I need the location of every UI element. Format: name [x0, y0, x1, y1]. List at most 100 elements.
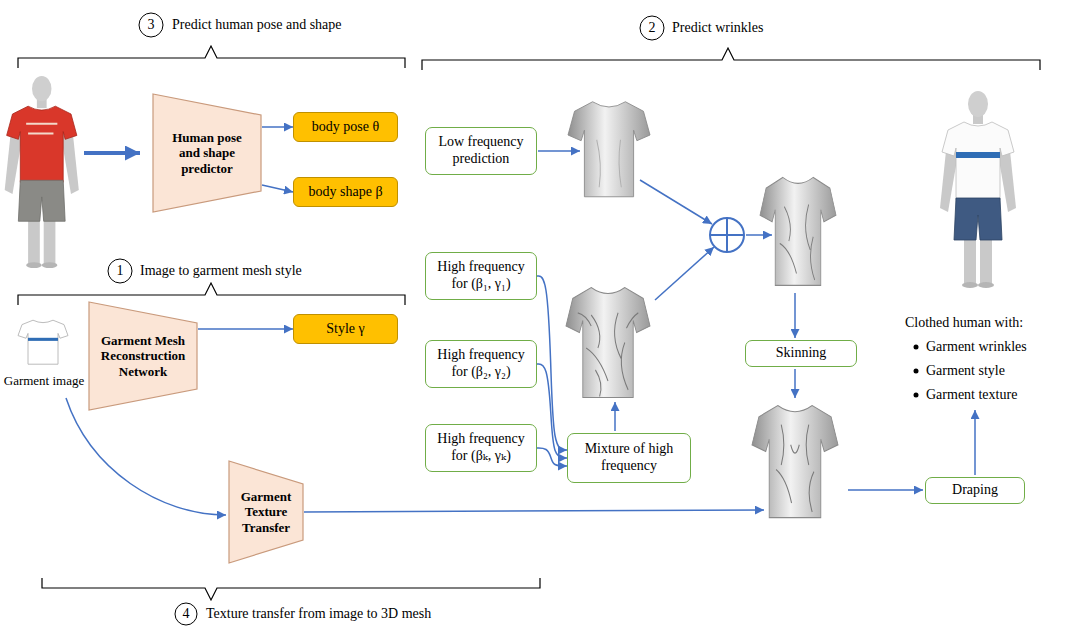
input-person-photo	[44, 216, 56, 263]
input-person-photo	[28, 216, 40, 263]
node-text: Style γ	[299, 321, 392, 338]
callout-number: 1	[117, 263, 124, 280]
input-person-photo	[18, 180, 65, 221]
process-box: High frequency for (β₂, γ₂)	[425, 340, 537, 388]
node-text: High frequency for (β₂, γ₂)	[431, 347, 531, 381]
section-bracket	[422, 48, 1040, 70]
flow-arrow	[66, 151, 975, 515]
sum-symbol	[710, 218, 744, 252]
flow-arrow	[746, 234, 772, 236]
output-box: Style γ	[293, 314, 398, 344]
section-bracket	[18, 283, 405, 305]
output-person-render	[956, 152, 1000, 158]
input-person-photo	[7, 106, 77, 182]
flow-arrow	[848, 489, 923, 491]
flow-arrow	[84, 151, 140, 155]
garment-mesh	[578, 313, 638, 397]
sum-symbol	[726, 218, 728, 252]
garment-mesh	[752, 406, 838, 518]
list-item: Garment texture	[926, 387, 1017, 404]
node-text: body shape β	[299, 184, 392, 201]
process-box: Draping	[925, 477, 1025, 504]
garment-mesh	[776, 425, 814, 512]
section-bracket	[18, 46, 1040, 600]
garment-mesh	[566, 288, 650, 398]
flow-arrow	[640, 180, 712, 224]
bullet-dot	[914, 393, 919, 398]
connector-arrow	[537, 448, 567, 466]
output-person-render	[954, 198, 1002, 240]
garment-photo	[18, 320, 68, 364]
output-person-render	[942, 122, 1014, 200]
flow-arrow	[974, 410, 976, 475]
node-text: Mixture of high frequency	[573, 441, 685, 475]
output-box: body pose θ	[293, 112, 398, 142]
node-text: Human pose and shape predictor	[165, 130, 249, 177]
trapezoid-outline	[89, 302, 197, 410]
flow-arrow	[614, 402, 616, 431]
node-text: body pose θ	[299, 119, 392, 136]
connector-arrow	[198, 328, 293, 330]
input-person-photo	[42, 262, 58, 268]
node-text: High frequency for (β₁, γ₁)	[431, 259, 531, 293]
garment-mesh	[760, 177, 836, 285]
flow-arrow	[66, 398, 226, 515]
callout-circle	[640, 16, 664, 40]
network-block: Human pose and shape predictor	[152, 93, 262, 213]
process-box: Mixture of high frequency	[567, 433, 691, 483]
stage-heading: Image to garment mesh style	[140, 263, 302, 280]
node-text: Low frequency prediction	[431, 134, 531, 168]
callout-number: 3	[148, 17, 155, 34]
node-text: Garment Texture Transfer	[232, 489, 300, 536]
image-caption: Garment image	[4, 373, 85, 389]
input-person-photo	[26, 124, 57, 134]
node-text: Garment Mesh Reconstruction Network	[93, 333, 193, 380]
section-bracket	[42, 578, 540, 600]
garment-mesh	[568, 102, 650, 197]
process-box: Low frequency prediction	[425, 127, 537, 175]
callout-circle	[108, 13, 664, 625]
output-person-render	[978, 282, 994, 288]
process-box: High frequency for (β₁, γ₁)	[425, 252, 537, 300]
flow-arrow	[304, 510, 764, 512]
flow-arrow	[538, 150, 580, 152]
garment-photo	[28, 338, 58, 341]
connector-arrow	[537, 364, 567, 458]
callout-number: 2	[649, 20, 656, 37]
flow-arrow	[655, 247, 714, 300]
trapezoid-outline	[229, 461, 303, 563]
callout-circle	[139, 13, 163, 37]
node-text: High frequency for (βₖ, γₖ)	[431, 431, 531, 465]
bullet-dot	[914, 369, 919, 374]
network-block: Garment Texture Transfer	[228, 460, 304, 564]
trapezoid-outline	[153, 94, 261, 212]
stage-heading: Predict wrinkles	[672, 20, 763, 37]
list-item: Garment style	[926, 363, 1005, 380]
node-text: Draping	[931, 482, 1019, 499]
input-person-photo	[5, 76, 79, 268]
garment-mesh	[566, 288, 650, 398]
callout-circle	[175, 603, 197, 625]
output-person-render	[940, 91, 1016, 288]
network-block: Garment Mesh Reconstruction Network	[88, 301, 198, 411]
output-person-render	[964, 235, 976, 283]
output-person-render	[968, 91, 988, 117]
stage-heading: Predict human pose and shape	[172, 17, 342, 34]
input-person-photo	[26, 262, 42, 268]
section-bracket	[18, 46, 405, 68]
callout-circle	[108, 259, 132, 283]
output-box: body shape β	[293, 177, 398, 207]
garment-mesh	[780, 204, 815, 280]
garment-mesh	[760, 177, 836, 285]
connector-arrow	[262, 185, 293, 192]
garment-photo	[18, 320, 68, 364]
list-heading: Clothed human with:	[905, 315, 1023, 332]
output-person-render	[962, 282, 978, 288]
garment-mesh	[568, 102, 650, 197]
stage-heading: Texture transfer from image to 3D mesh	[206, 606, 431, 623]
bullet-dot	[914, 345, 919, 350]
output-person-render	[980, 235, 992, 283]
input-person-photo	[32, 76, 52, 101]
garment-mesh	[597, 140, 622, 188]
